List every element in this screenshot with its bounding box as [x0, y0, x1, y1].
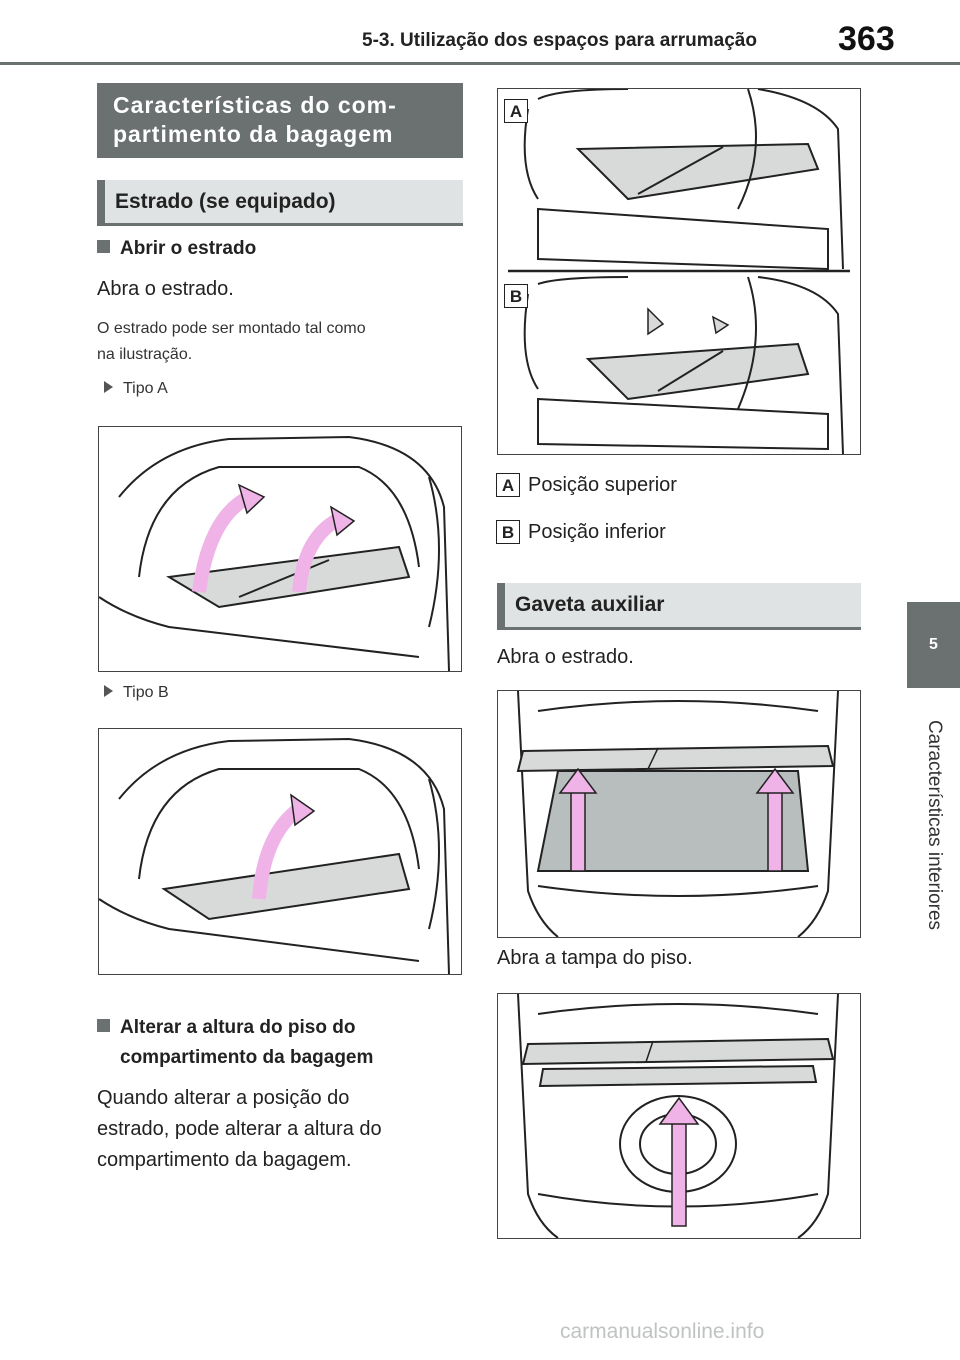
- floor-position-illustration: A B: [497, 88, 861, 455]
- aux-open-floor-illustration: [497, 690, 861, 938]
- bullet-square-icon: [97, 1019, 110, 1032]
- header-rule: [0, 62, 960, 65]
- open-floor-text: Abra o estrado.: [97, 278, 234, 300]
- sub-heading-text: Estrado (se equipado): [115, 189, 336, 213]
- position-a-label: A: [504, 99, 528, 123]
- change-height-text: Quando alterar a posição do estrado, pod…: [97, 1083, 382, 1176]
- type-a-illustration: [98, 426, 462, 672]
- main-heading-line1: Características do com-: [113, 92, 397, 118]
- header-section-title: 5-3. Utilização dos espaços para arrumaç…: [362, 30, 757, 51]
- triangle-bullet-icon: [104, 381, 113, 393]
- triangle-bullet-icon: [104, 685, 113, 697]
- aux-drawer-heading: Gaveta auxiliar: [497, 583, 861, 630]
- open-floor-note-line2: na ilustração.: [97, 346, 193, 363]
- position-b-label: B: [504, 284, 528, 308]
- change-height-text-line3: compartimento da bagagem.: [97, 1149, 352, 1171]
- legend-a-box: A: [496, 473, 520, 497]
- open-floor-heading-text: Abrir o estrado: [120, 238, 257, 259]
- watermark: carmanualsonline.info: [560, 1320, 765, 1343]
- open-floor-note: O estrado pode ser montado tal como na i…: [97, 316, 366, 368]
- aux-open-floor-text: Abra o estrado.: [497, 646, 634, 668]
- legend-b-box: B: [496, 520, 520, 544]
- sub-section-heading: Estrado (se equipado): [97, 180, 463, 226]
- page-number: 363: [838, 20, 895, 58]
- main-heading-line2: partimento da bagagem: [113, 121, 394, 147]
- open-floor-heading: Abrir o estrado: [97, 234, 256, 264]
- type-a-label: Tipo A: [123, 380, 168, 397]
- legend-a-text: Posição superior: [528, 473, 677, 496]
- type-b-label: Tipo B: [123, 684, 169, 701]
- change-height-text-line2: estrado, pode alterar a altura do: [97, 1118, 382, 1140]
- change-height-text-line1: Quando alterar a posição do: [97, 1087, 350, 1109]
- aux-drawer-heading-text: Gaveta auxiliar: [515, 593, 665, 616]
- legend-lower-position: B Posição inferior: [496, 520, 666, 544]
- legend-b-text: Posição inferior: [528, 520, 666, 543]
- open-floor-note-line1: O estrado pode ser montado tal como: [97, 320, 366, 337]
- change-height-heading-line2: compartimento da bagagem: [120, 1047, 374, 1068]
- chapter-tab: 5: [907, 602, 960, 688]
- type-a-item: Tipo A: [104, 380, 168, 398]
- type-b-illustration: [98, 728, 462, 975]
- aux-open-lid-illustration: [497, 993, 861, 1239]
- change-height-heading: Alterar a altura do piso do compartiment…: [97, 1013, 373, 1073]
- type-b-item: Tipo B: [104, 684, 169, 702]
- main-section-heading: Características do com- partimento da ba…: [97, 83, 463, 158]
- aux-open-lid-text: Abra a tampa do piso.: [497, 947, 693, 969]
- change-height-heading-line1: Alterar a altura do piso do: [120, 1017, 356, 1038]
- bullet-square-icon: [97, 240, 110, 253]
- chapter-title-vertical: Características interiores: [907, 695, 960, 955]
- chapter-title-text: Características interiores: [923, 719, 945, 931]
- legend-upper-position: A Posição superior: [496, 473, 677, 497]
